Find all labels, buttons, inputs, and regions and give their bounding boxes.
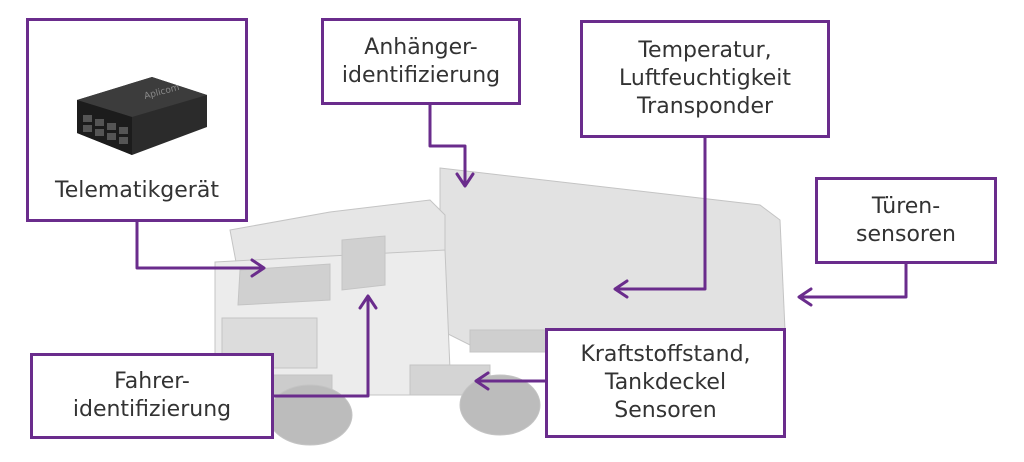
side-window (341, 235, 386, 291)
trailer-body (439, 167, 786, 346)
arrow-temperatur (615, 136, 707, 291)
fahrer-label-line2: identifizierung (72, 397, 232, 422)
callout-kraftstoffstand: Kraftstoffstand, Tankdeckel Sensoren (545, 328, 786, 438)
tueren-label-line2: sensoren (856, 221, 956, 247)
connector-arrows (135, 103, 908, 398)
callout-anhaengeridentifizierung: Anhänger- identifizierung (321, 18, 521, 105)
windshield (237, 263, 331, 306)
fahrer-label-line1: Fahrer- (114, 369, 190, 394)
arrowhead-tueren (797, 287, 813, 307)
telematics-device-icon: Aplicom (77, 77, 207, 155)
arrowhead-telematik (250, 258, 266, 278)
arrow-telematik (135, 220, 264, 270)
rear-wheel (459, 374, 541, 436)
tueren-label-line1: Türen- (871, 193, 941, 219)
arrowhead-kraftstoff (474, 371, 490, 391)
callout-fahreridentifizierung: Fahrer- identifizierung (30, 353, 274, 439)
arrowhead-fahrer (358, 294, 378, 310)
kraftstoff-label-line1: Kraftstoffstand, (580, 342, 751, 367)
callout-telematikgeraet: Aplicom Telematikgerät (26, 18, 248, 222)
callout-temperatur: Temperatur, Luftfeuchtigkeit Transponder (580, 20, 830, 138)
arrowhead-temperatur (613, 279, 629, 299)
temperatur-label-line1: Temperatur, (638, 38, 772, 63)
arrowhead-anhaenger (455, 172, 475, 188)
callout-tuerensensoren: Türen- sensoren (815, 177, 997, 264)
kraftstoff-label-line3: Sensoren (614, 398, 717, 423)
arrow-anhaenger (428, 103, 467, 186)
anhaenger-label-line1: Anhänger- (364, 34, 478, 60)
kraftstoff-label-line2: Tankdeckel (604, 370, 727, 395)
arrow-fahrer (272, 296, 370, 398)
anhaenger-label-line2: identifizierung (341, 62, 501, 88)
temperatur-label-line3: Transponder (636, 94, 774, 119)
front-wheel (267, 384, 353, 446)
temperatur-label-line2: Luftfeuchtigkeit (619, 66, 791, 91)
telematik-label: Telematikgerät (55, 178, 219, 203)
arrow-tueren (799, 262, 908, 299)
